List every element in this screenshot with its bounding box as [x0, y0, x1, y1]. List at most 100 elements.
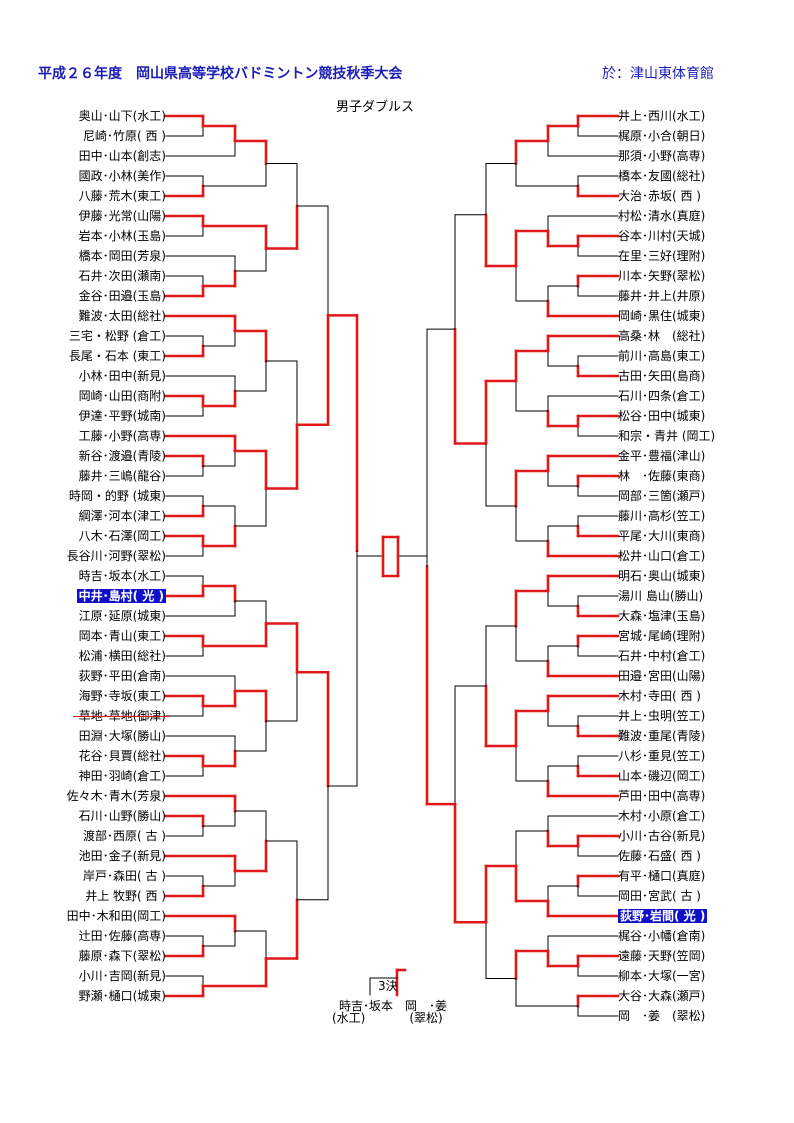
right-entry: 林 ･佐藤(東商)	[618, 469, 706, 483]
third-place-team-1-school: (水工)	[332, 1011, 366, 1025]
right-entry: 松谷･田中(城東)	[618, 409, 706, 423]
left-entry: 長尾・石本 (東工)	[68, 349, 166, 363]
left-entry: 岩本･小林(玉島)	[78, 229, 166, 243]
right-entry: 難波･重尾(青陵)	[618, 729, 706, 743]
third-place-team-2-school: (翠松)	[409, 1011, 443, 1025]
right-entry: 古田･矢田(島商)	[618, 369, 706, 383]
right-entry: 湯川 島山(勝山)	[618, 589, 704, 603]
right-entry: 石川･四条(倉工)	[618, 389, 706, 403]
left-entry: 藤井･三嶋(龍谷)	[78, 469, 166, 483]
right-entry: 藤井･井上(井原)	[618, 289, 706, 303]
right-entry: 井上･虫明(笠工)	[618, 709, 706, 723]
left-entry: 時岡・的野 (城東)	[68, 489, 166, 503]
right-entry: 金平･豊福(津山)	[618, 449, 706, 463]
right-entry: 松井･山口(倉工)	[618, 549, 706, 563]
right-entry: 村松･清水(真庭)	[618, 209, 706, 223]
right-entry: 那須･小野(高専)	[618, 149, 706, 163]
right-entry: 木村･寺田( 西 )	[618, 689, 701, 703]
left-entry: 石井･次田(瀬南)	[78, 269, 166, 283]
right-entry: 木村･小原(倉工)	[618, 809, 706, 823]
left-entry: 新谷･渡邉(青陵)	[78, 449, 166, 463]
left-entry: 田淵･大塚(勝山)	[78, 729, 166, 743]
right-entry: 梶原･小合(朝日)	[618, 129, 706, 143]
left-entry: 野瀬･樋口(城東)	[78, 989, 166, 1003]
left-entry: 石川･山野(勝山)	[78, 809, 166, 823]
right-entry: 岡崎･黒住(城東)	[618, 309, 706, 323]
venue-label: 於：津山東体育館	[602, 66, 714, 82]
left-entry: 岡本･青山(東工)	[78, 629, 166, 643]
left-entry: 工藤･小野(高専)	[78, 429, 166, 443]
left-entry: 田中･山本(創志)	[78, 149, 166, 163]
right-entry: 大谷･大森(瀬戸)	[618, 989, 706, 1003]
right-entry: 梶谷･小幡(倉南)	[618, 929, 706, 943]
right-entry: 前川･高島(東工)	[618, 349, 706, 363]
right-entry: 荻野･岩間( 光 )	[618, 909, 708, 923]
right-entry: 川本･矢野(翠松)	[618, 269, 706, 283]
third-place-team-2-name: 岡 ･姜	[404, 999, 447, 1013]
left-entry: 中井･島村( 光 )	[76, 589, 166, 603]
left-entry: 井上 牧野( 西 )	[85, 889, 166, 903]
left-entry: 時吉･坂本(水工)	[78, 569, 166, 583]
left-entry: 三宅・松野 (倉工)	[68, 329, 166, 343]
left-entry: 佐々木･青木(芳泉)	[66, 789, 166, 803]
left-entry: 田中･木和田(岡工)	[66, 909, 166, 923]
right-entry: 山本･磯辺(岡工)	[618, 769, 706, 783]
right-entry: 佐藤･石盛( 西 )	[618, 849, 701, 863]
right-entry: 大治･赤坂( 西 )	[618, 189, 701, 203]
left-entry: 難波･太田(総社)	[78, 309, 166, 323]
right-entry: 岡部･三箇(瀬戸)	[618, 489, 706, 503]
right-entry: 平尾･大川(東商)	[618, 529, 706, 543]
right-entry: 芦田･田中(高専)	[618, 789, 706, 803]
left-entry: 金谷･田邉(玉島)	[78, 289, 166, 303]
left-entry: 八木･石澤(岡工)	[78, 529, 166, 543]
left-entry: 神田･羽崎(倉工)	[78, 769, 166, 783]
left-entry: 辻田･佐藤(高専)	[78, 929, 166, 943]
left-entry: 綱澤･河本(津工)	[78, 509, 166, 523]
right-entry: 岡 ･姜 (翠松)	[618, 1009, 706, 1023]
right-entry: 有平･樋口(真庭)	[618, 869, 706, 883]
left-entry: 花谷･貝賈(総社)	[78, 749, 166, 763]
right-entry: 石井･中村(倉工)	[618, 649, 706, 663]
left-entry: 國政･小林(美作)	[78, 169, 166, 183]
page-title: 平成２６年度 岡山県高等学校バドミントン競技秋季大会	[38, 66, 403, 82]
right-entry: 在里･三好(理附)	[618, 249, 706, 263]
third-place-team-2: 岡 ･姜 (翠松)	[396, 1000, 456, 1024]
right-entry: 小川･古谷(新見)	[618, 829, 706, 843]
right-entry: 岡田･宮武( 古 )	[618, 889, 701, 903]
right-entry: 宮城･尾崎(理附)	[618, 629, 706, 643]
event-title: 男子ダブルス	[336, 100, 415, 115]
left-entry: 草地･草地(御津)	[72, 709, 171, 723]
left-entry: 伊達･平野(城南)	[78, 409, 166, 423]
right-entry: 遠藤･天野(笠岡)	[618, 949, 706, 963]
left-entry: 尼崎･竹原( 西 )	[83, 129, 166, 143]
left-entry: 岡崎･山田(商附)	[78, 389, 166, 403]
left-entry: 小林･田中(新見)	[78, 369, 166, 383]
third-place-label: 3決	[378, 979, 398, 993]
third-place-team-1-name: 時吉･坂本	[338, 999, 393, 1013]
left-entry: 渡部･西原( 古 )	[83, 829, 166, 843]
left-entry: 岸戸･森田( 古 )	[83, 869, 166, 883]
left-entry: 伊藤･光常(山陽)	[78, 209, 166, 223]
left-entry: 荻野･平田(倉南)	[78, 669, 166, 683]
right-entry: 藤川･高杉(笠工)	[618, 509, 706, 523]
right-entry: 谷本･川村(天城)	[618, 229, 706, 243]
right-entry: 柳本･大塚(一宮)	[618, 969, 706, 983]
right-entry: 田邉･宮田(山陽)	[618, 669, 706, 683]
right-entry: 明石･奥山(城東)	[618, 569, 706, 583]
left-entry: 松浦･横田(総社)	[78, 649, 166, 663]
left-entry: 江原･延原(城東)	[78, 609, 166, 623]
left-entry: 小川･吉岡(新見)	[78, 969, 166, 983]
right-entry: 高桑･林 (総社)	[618, 329, 706, 343]
left-entry: 長谷川･河野(翠松)	[66, 549, 166, 563]
left-entry: 橋本･岡田(芳泉)	[78, 249, 166, 263]
right-entry: 橋本･友國(総社)	[618, 169, 706, 183]
third-place-team-1: 時吉･坂本 (水工)	[326, 1000, 406, 1024]
left-entry: 八藤･荒木(東工)	[78, 189, 166, 203]
right-entry: 大森･塩津(玉島)	[618, 609, 706, 623]
left-entry: 奥山･山下(水工)	[78, 109, 166, 123]
left-entry: 池田･金子(新見)	[78, 849, 166, 863]
left-entry: 藤原･森下(翠松)	[78, 949, 166, 963]
right-entry: 和宗・青井 (岡工)	[618, 429, 716, 443]
right-entry: 八杉･重見(笠工)	[618, 749, 706, 763]
